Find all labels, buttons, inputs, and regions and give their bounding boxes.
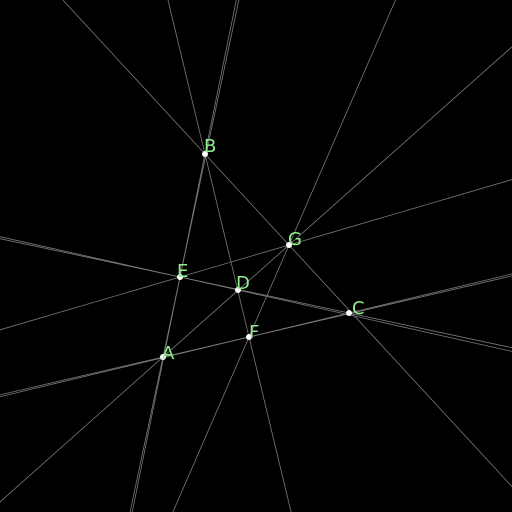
line-EC	[0, 238, 512, 349]
point-label-C: C	[352, 298, 365, 319]
point-C	[346, 310, 352, 316]
line-FG	[172, 0, 396, 512]
point-B	[202, 151, 208, 157]
point-G	[286, 242, 292, 248]
point-label-G: G	[288, 229, 302, 250]
point-label-F: F	[249, 322, 259, 343]
point-D	[235, 287, 241, 293]
labels-layer: A B C D E F G	[162, 136, 365, 364]
line-BF	[167, 0, 292, 512]
line-DE	[0, 236, 512, 352]
point-label-A: A	[162, 343, 175, 364]
points-layer	[160, 151, 352, 360]
point-F	[246, 334, 252, 340]
point-label-E: E	[177, 261, 188, 282]
line-EG	[0, 179, 512, 331]
line-BE	[131, 0, 237, 512]
point-label-D: D	[236, 273, 250, 294]
line-CF	[0, 273, 512, 398]
point-A	[160, 354, 166, 360]
point-E	[177, 274, 183, 280]
point-label-B: B	[204, 136, 216, 157]
line-AG	[0, 46, 512, 503]
